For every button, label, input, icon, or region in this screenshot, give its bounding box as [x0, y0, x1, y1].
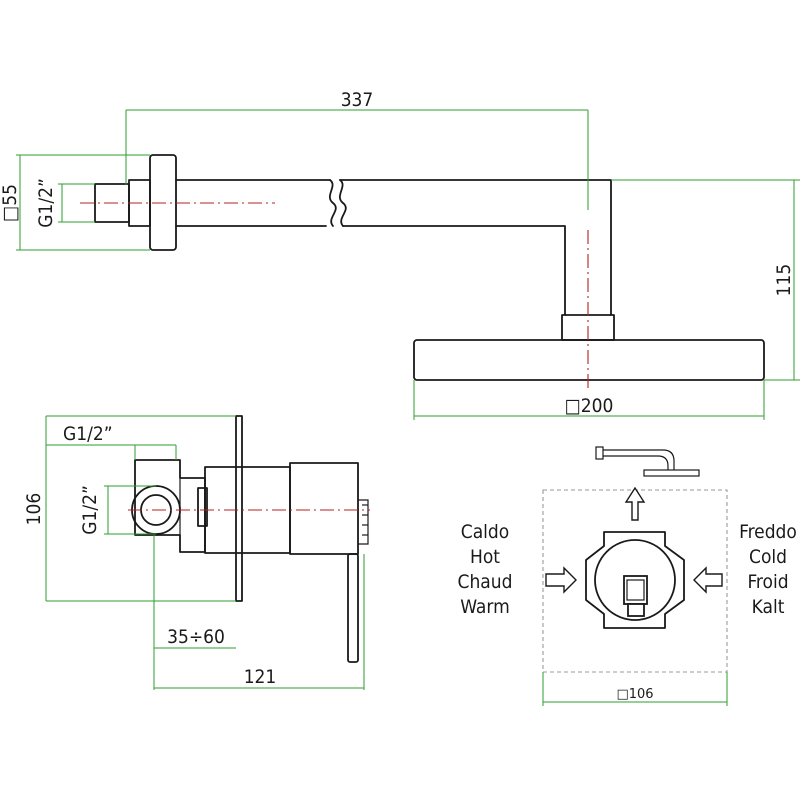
dim-head-diameter: □200 [413, 380, 765, 420]
hot-label-chaud: Chaud [458, 571, 513, 593]
shower-outlet-icon [595, 446, 700, 477]
wall-plate [235, 415, 243, 602]
dim-valve-thread-side-label: G1/2” [79, 485, 101, 535]
dim-valve-thread-top-label: G1/2” [63, 423, 113, 445]
arm-top-bend [339, 179, 612, 316]
handle-body [289, 462, 359, 555]
side-port [197, 487, 208, 527]
arm-break-left [328, 179, 337, 227]
arm-break-right [338, 179, 347, 227]
valve-side-view [128, 415, 370, 663]
cold-label-cold: Cold [749, 546, 787, 568]
hot-inlet-arrow-icon [545, 566, 577, 594]
outlet-arrow-icon [624, 486, 646, 521]
dim-valve-depth: 106 [23, 416, 236, 602]
dim-valve-thread-side: G1/2” [79, 485, 156, 535]
cold-label-freddo: Freddo [739, 521, 797, 543]
dim-arm-drop: 115 [611, 179, 800, 381]
hot-label-caldo: Caldo [461, 521, 509, 543]
dim-arm-drop-label: 115 [773, 264, 795, 297]
dim-plate-size: □106 [542, 672, 728, 706]
lever-front [627, 603, 645, 617]
handle-cap [358, 499, 369, 545]
dim-valve-depth-label: 106 [23, 493, 45, 526]
shower-arm-view [80, 154, 765, 392]
shower-head [413, 339, 765, 381]
handle-lever [347, 553, 359, 663]
cold-label-kalt: Kalt [752, 596, 785, 618]
dim-arm-thread-label: G1/2” [35, 178, 57, 228]
dim-valve-length-label: 121 [244, 666, 277, 688]
arm-tube [175, 179, 331, 227]
dim-install-depth-label: 35÷60 [167, 626, 225, 648]
dim-arm-thread: G1/2” [35, 178, 95, 228]
hot-label-warm: Warm [460, 596, 510, 618]
dim-valve-thread-top: G1/2” [46, 415, 236, 460]
dim-flange-diameter-label: □55 [0, 184, 21, 222]
cold-inlet-arrow-icon [693, 566, 723, 594]
dim-arm-length-label: 337 [341, 89, 374, 111]
cold-label-froid: Froid [747, 571, 788, 593]
arm-bottom-bend [342, 225, 566, 316]
hot-label-hot: Hot [470, 546, 500, 568]
dim-arm-length: 337 [125, 89, 589, 210]
dim-valve-length: 121 [154, 554, 365, 690]
dim-head-diameter-label: □200 [565, 395, 614, 417]
dim-flange-diameter: □55 [0, 154, 150, 251]
flow-diagram: Caldo Hot Chaud Warm Freddo Cold Froid K… [458, 446, 797, 673]
dim-install-depth: 35÷60 [153, 535, 236, 690]
dim-plate-size-label: □106 [616, 687, 653, 702]
valve-body-front [585, 531, 685, 629]
